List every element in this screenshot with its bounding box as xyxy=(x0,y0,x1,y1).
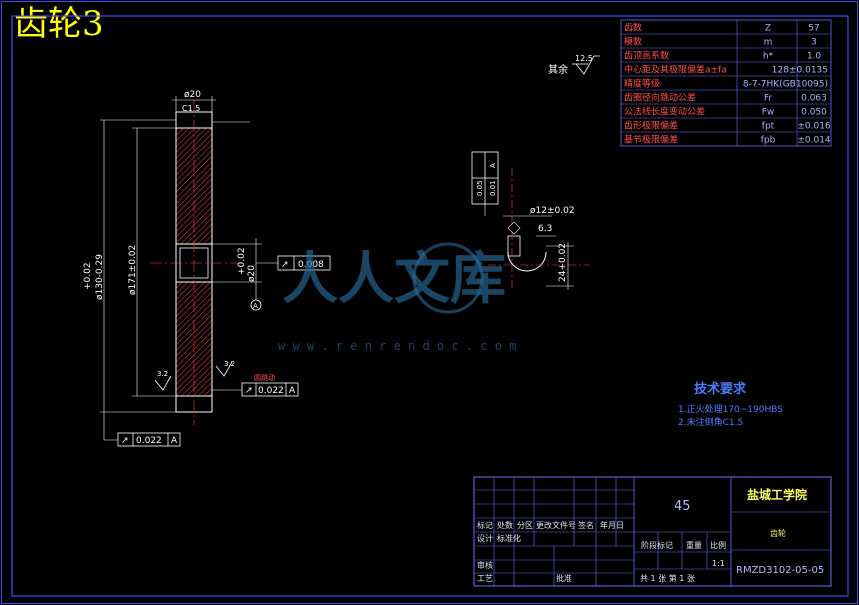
param-label: 齿数 xyxy=(624,22,642,34)
runout-icon: ↗ xyxy=(281,260,289,270)
stage-label: 阶段标记 xyxy=(641,540,673,550)
param-value: 0.050 xyxy=(801,108,827,118)
weight-label: 重量 xyxy=(686,540,702,550)
param-value: 3 xyxy=(811,38,817,48)
param-label: 齿形极限偏差 xyxy=(624,120,678,132)
runout-value: 0.008 xyxy=(298,260,324,270)
keyway-depth: 24+0.02 xyxy=(558,243,568,282)
param-label: 中心距及其极限偏差a±fa xyxy=(624,64,727,76)
gear-section-view: ø20 C1.5 +0.02 ø130-0.29 ø171±0.02 +0.02… xyxy=(83,90,331,447)
roughness-others-label: 其余 xyxy=(548,63,568,76)
dim-width: ø20 xyxy=(184,90,201,100)
param-symbol: Z xyxy=(765,24,771,34)
row-label-standard: 标准化 xyxy=(497,533,521,543)
param-label: 精度等级 xyxy=(624,78,660,90)
param-symbol: Fr xyxy=(764,94,773,104)
keyway-flat-1: 0.05 xyxy=(476,180,484,196)
ratio-label: 比例 xyxy=(710,540,726,550)
tech-requirements-title: 技术要求 xyxy=(694,381,747,397)
runout-bottom-datum: A xyxy=(171,436,178,446)
approve-label: 批准 xyxy=(556,573,572,583)
col-label-mark: 标记 xyxy=(477,520,493,530)
dim-bore-tol: +0.02 xyxy=(237,247,247,275)
datum-label: A xyxy=(253,302,258,310)
keyway-detail-view: 0.05 0.01 A ø12±0.02 6.3 24+0.02 xyxy=(471,151,590,290)
title-block: 45 盐城工学院 齿轮 RMZD3102-05-05 1:1 共 1 张 第 1… xyxy=(473,476,832,587)
keyway-diameter: ø12±0.02 xyxy=(530,206,575,216)
param-symbol: m xyxy=(764,38,773,48)
param-symbol: fpb xyxy=(761,136,776,146)
runout-icon: ↗ xyxy=(245,386,253,396)
runout-icon: ↗ xyxy=(121,436,129,446)
tech-item-1: 1.正火处理170~190HBS xyxy=(678,403,783,415)
param-label: 齿顶高系数 xyxy=(624,50,669,62)
drawing-title: 齿轮3 xyxy=(14,4,104,44)
param-value: ±0.014 xyxy=(797,136,831,146)
drawing-number: RMZD3102-05-05 xyxy=(736,565,824,576)
dim-bore-diameter: ø20 xyxy=(247,265,257,282)
watermark-url: w w w . r e n r e n d o c . c o m xyxy=(278,339,516,353)
keyway-flat-datum: A xyxy=(489,163,497,168)
row-label-design: 设计 xyxy=(477,533,493,543)
param-symbol: Fw xyxy=(762,108,775,118)
keyway-width: 6.3 xyxy=(538,224,552,234)
runout-label: 圆跳动 xyxy=(254,373,275,382)
dim-tip-diameter: ø130-0.29 xyxy=(95,254,105,300)
watermark: 人人文库 w w w . r e n r e n d o c . c o m xyxy=(278,242,516,353)
material: 45 xyxy=(674,499,691,514)
keyway-flat-2: 0.01 xyxy=(489,180,497,196)
roughness-others-value: 12.5 xyxy=(575,54,593,63)
param-value: 1.0 xyxy=(807,52,822,62)
datum-circle-icon xyxy=(250,299,262,311)
param-value: ±0.016 xyxy=(797,122,831,132)
param-value: 128±0.0135 xyxy=(772,66,828,76)
runout-bottom-value: 0.022 xyxy=(136,436,162,446)
tech-item-2: 2.未注倒角C1.5 xyxy=(678,416,743,428)
col-label-count: 处数 xyxy=(497,520,513,530)
roughness-face-1: 3.2 xyxy=(157,370,168,378)
param-label: 基节极限偏差 xyxy=(624,134,678,146)
roughness-icon xyxy=(215,361,233,377)
roughness-face-2: 3.2 xyxy=(224,360,235,368)
tech-requirements: 技术要求 1.正火处理170~190HBS 2.未注倒角C1.5 xyxy=(678,381,783,428)
roughness-icon xyxy=(154,375,172,391)
dim-chamfer: C1.5 xyxy=(182,104,200,113)
parameter-table: 齿数 Z 57 模数 m 3 齿顶高系数 h* 1.0 中心距及其极限偏差a±fa 128±0.01… xyxy=(620,19,832,147)
param-label: 齿圈径向跳动公差 xyxy=(624,92,696,104)
dim-root-diameter: ø171±0.02 xyxy=(128,245,138,295)
col-label-changedoc: 更改文件号 xyxy=(536,520,576,530)
inner-border xyxy=(11,15,849,597)
col-label-zone: 分区 xyxy=(517,521,533,530)
param-value: 0.063 xyxy=(801,94,827,104)
watermark-text: 人人文库 xyxy=(282,246,506,312)
col-label-date: 年月日 xyxy=(600,520,624,530)
school-name: 盐城工学院 xyxy=(747,487,807,502)
scale-value: 1:1 xyxy=(712,559,725,568)
roughness-others: 其余 12.5 xyxy=(548,54,600,76)
runout-lower-value: 0.022 xyxy=(258,386,284,396)
param-label: 模数 xyxy=(624,36,642,48)
runout-lower-datum: A xyxy=(289,386,296,396)
param-value: 57 xyxy=(808,24,819,34)
dim-tip-tol: +0.02 xyxy=(83,262,93,290)
sheet-count: 共 1 张 第 1 张 xyxy=(640,573,695,583)
review-label: 审核 xyxy=(477,560,493,570)
param-symbol: h* xyxy=(763,52,774,62)
craft-label: 工艺 xyxy=(477,574,493,583)
param-label: 公法线长度变动公差 xyxy=(624,106,705,118)
col-label-sign: 签名 xyxy=(578,520,594,530)
symmetry-icon xyxy=(507,221,521,235)
watermark-logo-icon xyxy=(412,242,484,314)
param-value: 8-7-7HK(GB10095) xyxy=(743,80,828,90)
part-name: 齿轮 xyxy=(770,528,786,538)
param-symbol: fpt xyxy=(762,122,775,132)
